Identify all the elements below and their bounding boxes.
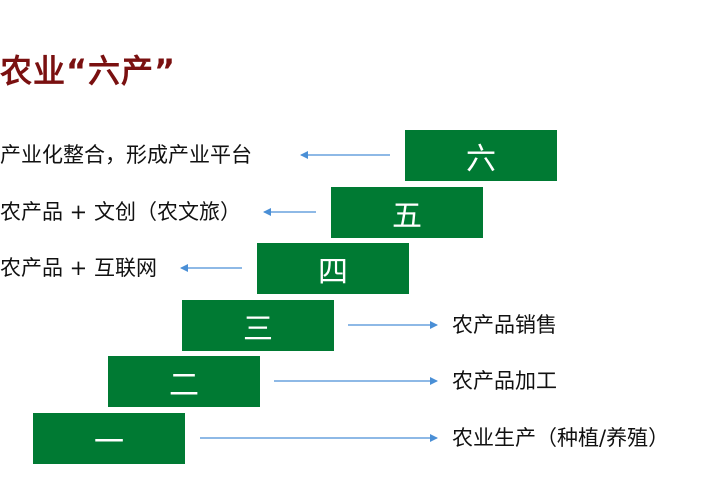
step-six-description: 产业化整合，形成产业平台: [0, 143, 252, 167]
step-two: 二: [108, 356, 260, 407]
step-four-description: 农产品 + 互联网: [0, 256, 157, 280]
step-three-description: 农产品销售: [452, 313, 557, 337]
step-five: 五: [331, 187, 483, 238]
step-one: 一: [33, 413, 185, 464]
page-title: 农业“六产”: [0, 52, 177, 90]
step-six: 六: [405, 130, 557, 181]
step-one-description: 农业生产（种植/养殖）: [452, 426, 670, 450]
step-three: 三: [182, 300, 334, 351]
step-five-description: 农产品 + 文创（农文旅）: [0, 200, 241, 224]
step-four: 四: [257, 243, 409, 294]
step-two-description: 农产品加工: [452, 369, 557, 393]
